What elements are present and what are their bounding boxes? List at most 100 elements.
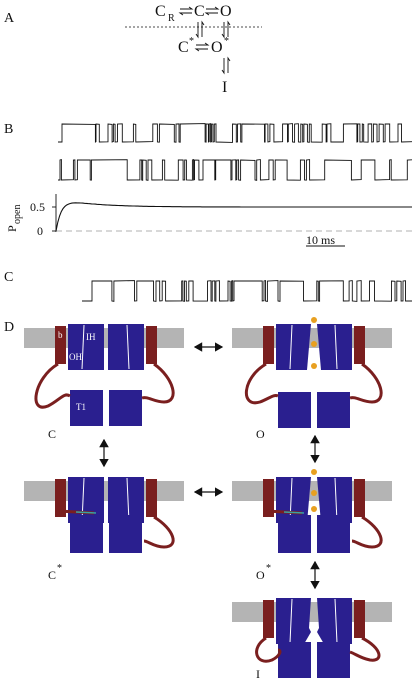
- panel-a: A C R C O C * O *: [4, 3, 262, 96]
- channel-state-c-star: C *: [24, 477, 184, 582]
- state-c-r-subscript: R: [168, 13, 175, 24]
- channel-state-c: b IH OH T1 C: [24, 324, 184, 441]
- helix-line: [334, 598, 338, 644]
- ion-icon: [311, 506, 317, 512]
- state-label-o-star-superscript: *: [266, 563, 271, 574]
- region-label-ih: IH: [86, 332, 96, 342]
- n-terminal-chain-right: [349, 362, 383, 404]
- t1-domain-left: [278, 642, 311, 678]
- n-terminal-chain-left: [255, 636, 282, 663]
- state-label-o: O: [256, 427, 265, 441]
- helix-line: [126, 477, 130, 523]
- n-terminal-helix: [75, 511, 97, 514]
- membrane: [232, 602, 392, 622]
- t1-domain-right: [109, 390, 142, 426]
- panel-d: D b IH OH T1 C: [4, 317, 392, 679]
- t1-domain-left: [278, 515, 311, 553]
- n-terminal-chain-right: [143, 515, 175, 549]
- linker-right: [146, 326, 157, 364]
- state-o-star: O: [211, 39, 223, 56]
- t1-domain-right: [317, 642, 350, 678]
- ion-icon: [311, 341, 317, 347]
- pore-domain-right: [108, 324, 144, 370]
- state-c-star: C: [178, 39, 189, 56]
- ion-icon: [311, 469, 317, 475]
- panel-b: B 0.5 0 P open 10 ms: [4, 122, 413, 247]
- n-terminal-chain-right: [141, 362, 175, 404]
- ion-icon: [311, 490, 317, 496]
- pore-domain-left: [276, 598, 311, 644]
- state-o-star-superscript: *: [224, 36, 229, 47]
- linker-left: [55, 479, 66, 517]
- equilibrium-arrow-cstar-ostar: [194, 42, 210, 52]
- helix-line: [81, 477, 85, 523]
- ion-icon: [311, 363, 317, 369]
- n-terminal-chain-right: [349, 636, 381, 662]
- n-terminal-chain-right: [351, 515, 383, 549]
- ion-icon: [311, 317, 317, 323]
- linker-right: [354, 479, 365, 517]
- linker-left: [263, 600, 274, 638]
- region-label-t1: T1: [76, 402, 86, 412]
- state-label-o-star: O: [256, 568, 265, 582]
- equilibrium-arrow-ostar-i: [221, 56, 231, 75]
- t1-domain-right: [317, 392, 350, 428]
- pore-domain-right: [317, 598, 352, 644]
- panel-d-label: D: [4, 320, 14, 335]
- popen-axis-label-main: P: [5, 225, 19, 232]
- equilibrium-arrow-c-o: [204, 6, 220, 16]
- popen-tick-label-0: 0: [37, 224, 43, 238]
- state-label-c-star: C: [48, 568, 56, 582]
- scale-bar-label: 10 ms: [306, 233, 335, 247]
- state-c-star-superscript: *: [189, 36, 194, 47]
- pore-domain-left: [68, 324, 104, 370]
- pore-domain-right: [317, 477, 352, 523]
- helix-line: [81, 324, 85, 370]
- pore-domain-right: [317, 324, 352, 370]
- linker-right: [354, 600, 365, 638]
- single-channel-trace-1: [58, 123, 413, 143]
- popen-axis-label: P open: [5, 205, 23, 232]
- panel-a-label: A: [4, 11, 15, 26]
- state-i: I: [222, 79, 227, 96]
- state-o: O: [220, 3, 232, 20]
- equilibrium-arrow-o-ostar: [221, 20, 231, 39]
- n-terminal-chain-left: [244, 362, 279, 405]
- popen-tick-label-05: 0.5: [30, 200, 45, 214]
- t1-domain-left: [278, 392, 311, 428]
- region-label-oh: OH: [69, 352, 82, 362]
- equilibrium-arrow-c-cstar: [195, 20, 205, 39]
- single-channel-trace-3: [82, 280, 412, 302]
- t1-domain-right: [109, 515, 142, 553]
- channel-state-i: I: [232, 598, 392, 679]
- state-c-r: C: [155, 3, 166, 20]
- state-label-i: I: [256, 667, 260, 679]
- t1-domain-left: [70, 390, 103, 426]
- panel-c: C: [4, 270, 412, 302]
- region-label-b: b: [58, 330, 63, 340]
- linker-left: [55, 326, 66, 364]
- channel-state-o-star: O *: [232, 469, 392, 582]
- helix-line: [289, 598, 293, 644]
- linker-right: [354, 326, 365, 364]
- helix-line: [289, 324, 293, 370]
- n-terminal-chain-left: [34, 362, 71, 409]
- state-c: C: [194, 3, 205, 20]
- linker-left: [263, 479, 274, 517]
- helix-line: [334, 477, 338, 523]
- t1-domain-right: [317, 515, 350, 553]
- panel-c-label: C: [4, 270, 13, 285]
- popen-curve: [55, 202, 412, 232]
- linker-left: [263, 326, 274, 364]
- state-label-c-star-superscript: *: [57, 563, 62, 574]
- pore-domain-left: [276, 324, 311, 370]
- linker-right: [146, 479, 157, 517]
- state-label-c: C: [48, 427, 56, 441]
- single-channel-trace-2: [58, 158, 413, 181]
- helix-line: [289, 477, 293, 523]
- t1-domain-left: [70, 515, 103, 553]
- popen-axis-label-sub: open: [12, 205, 23, 224]
- equilibrium-arrow-cr-c: [178, 6, 194, 16]
- helix-line: [334, 324, 338, 370]
